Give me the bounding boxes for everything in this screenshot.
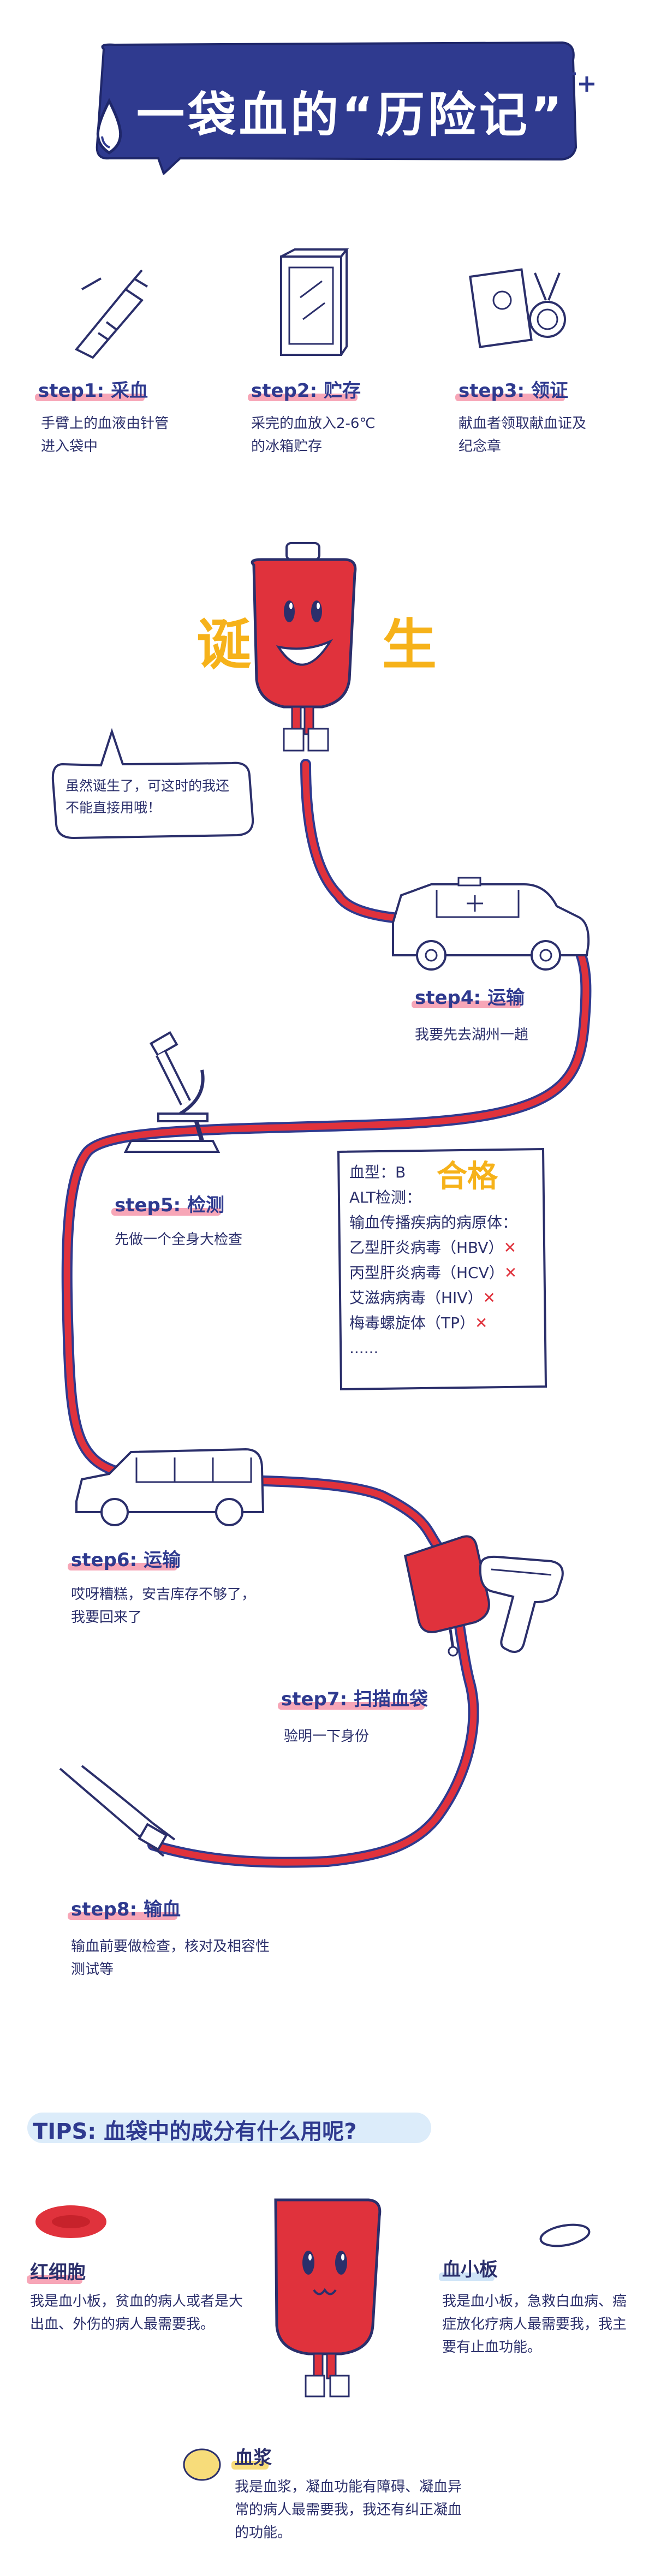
sparkle-icon xyxy=(559,66,594,92)
step3-label: step3: 领证 xyxy=(455,376,568,402)
step5-desc: 先做一个全身大检查 xyxy=(115,1232,243,1248)
tips-highlight xyxy=(27,2113,431,2143)
tips-heading: TIPS: 血袋中的成分有什么用呢? xyxy=(33,2119,357,2144)
report-line: 丙型肝炎病毒（HCV）✕ xyxy=(349,1264,517,1282)
step7-label: step7: 扫描血袋 xyxy=(278,1684,428,1711)
step3-desc: 献血者领取献血证及纪念章 xyxy=(458,415,587,455)
microscope-icon xyxy=(123,1031,221,1153)
report-line: ALT检测： xyxy=(349,1188,422,1206)
step6-label: step6: 运输 xyxy=(68,1545,181,1572)
title-banner xyxy=(82,38,584,176)
pass-stamp: 合格 xyxy=(437,1159,498,1194)
page-title: 一袋血的“历险记” xyxy=(136,87,565,143)
speech-text: 虽然诞生了，可这时的我还不能直接用哦！ xyxy=(66,778,230,816)
birth-char-1: 诞 xyxy=(196,613,251,677)
test-report: 血型：B ALT检测： 输血传播疾病的病原体： 乙型肝炎病毒（HBV）✕ 丙型肝… xyxy=(349,1160,546,1361)
van-icon xyxy=(75,1448,265,1526)
step8-label: step8: 输血 xyxy=(68,1894,181,1921)
rbc-desc: 我是血小板，贫血的病人或者是大出血、外伤的病人最需要我。 xyxy=(30,2293,243,2333)
report-line: 输血传播疾病的病原体： xyxy=(349,1213,518,1232)
fail-x-mark: ✕ xyxy=(503,1239,517,1257)
step8-desc: 输血前要做检查，核对及相容性测试等 xyxy=(71,1938,270,1978)
red-cell-icon xyxy=(35,2205,106,2238)
plasma-icon xyxy=(183,2448,221,2481)
plasma-desc: 我是血浆，凝血功能有障碍、凝血异常的病人最需要我，我还有纠正凝血的功能。 xyxy=(235,2479,462,2541)
scanner-icon xyxy=(479,1555,564,1653)
step6-desc: 哎呀糟糕，安吉库存不够了，我要回来了 xyxy=(71,1586,256,1626)
report-line: 艾滋病病毒（HIV）✕ xyxy=(349,1289,496,1307)
step1-label: step1: 采血 xyxy=(35,376,148,402)
step2-desc: 采完的血放入2-6℃的冰箱贮存 xyxy=(251,415,376,455)
blood-drop-icon xyxy=(96,98,122,155)
blood-bag-mascot-2 xyxy=(274,2198,382,2397)
step5-label: step5: 检测 xyxy=(111,1190,224,1217)
step4-desc: 我要先去湖州一趟 xyxy=(415,1027,529,1043)
blood-bag-small xyxy=(404,1535,490,1657)
ambulance-icon xyxy=(392,877,590,971)
step7-desc: 验明一下身份 xyxy=(284,1728,370,1745)
report-line: 乙型肝炎病毒（HBV）✕ xyxy=(349,1239,517,1257)
needle-icon xyxy=(74,269,148,359)
speech-bubble xyxy=(51,728,254,840)
plasma-title: 血浆 xyxy=(231,2443,272,2470)
blood-bag-mascot xyxy=(251,542,357,752)
report-line: 梅毒螺旋体（TP）✕ xyxy=(349,1314,488,1332)
fridge-icon xyxy=(280,248,349,356)
arm-icon xyxy=(59,1765,176,1857)
fail-x-mark: ✕ xyxy=(475,1314,488,1332)
rbc-title: 红细胞 xyxy=(27,2257,86,2284)
report-line: 血型：B xyxy=(349,1163,406,1181)
fail-x-mark: ✕ xyxy=(504,1264,517,1282)
birth-char-2: 生 xyxy=(382,613,437,677)
step1-desc: 手臂上的血液由针管进入袋中 xyxy=(41,415,169,455)
platelet-title: 血小板 xyxy=(439,2254,498,2281)
platelet-icon xyxy=(539,2223,591,2247)
test-report-paper xyxy=(337,1147,547,1391)
certificate-icon xyxy=(469,268,566,348)
fail-x-mark: ✕ xyxy=(483,1289,496,1307)
step4-label: step4: 运输 xyxy=(412,983,525,1009)
platelet-desc: 我是血小板，急救白血病、癌症放化疗病人最需要我，我主要有止血功能。 xyxy=(442,2293,627,2355)
step2-label: step2: 贮存 xyxy=(248,376,361,402)
report-line: ...... xyxy=(349,1339,379,1357)
